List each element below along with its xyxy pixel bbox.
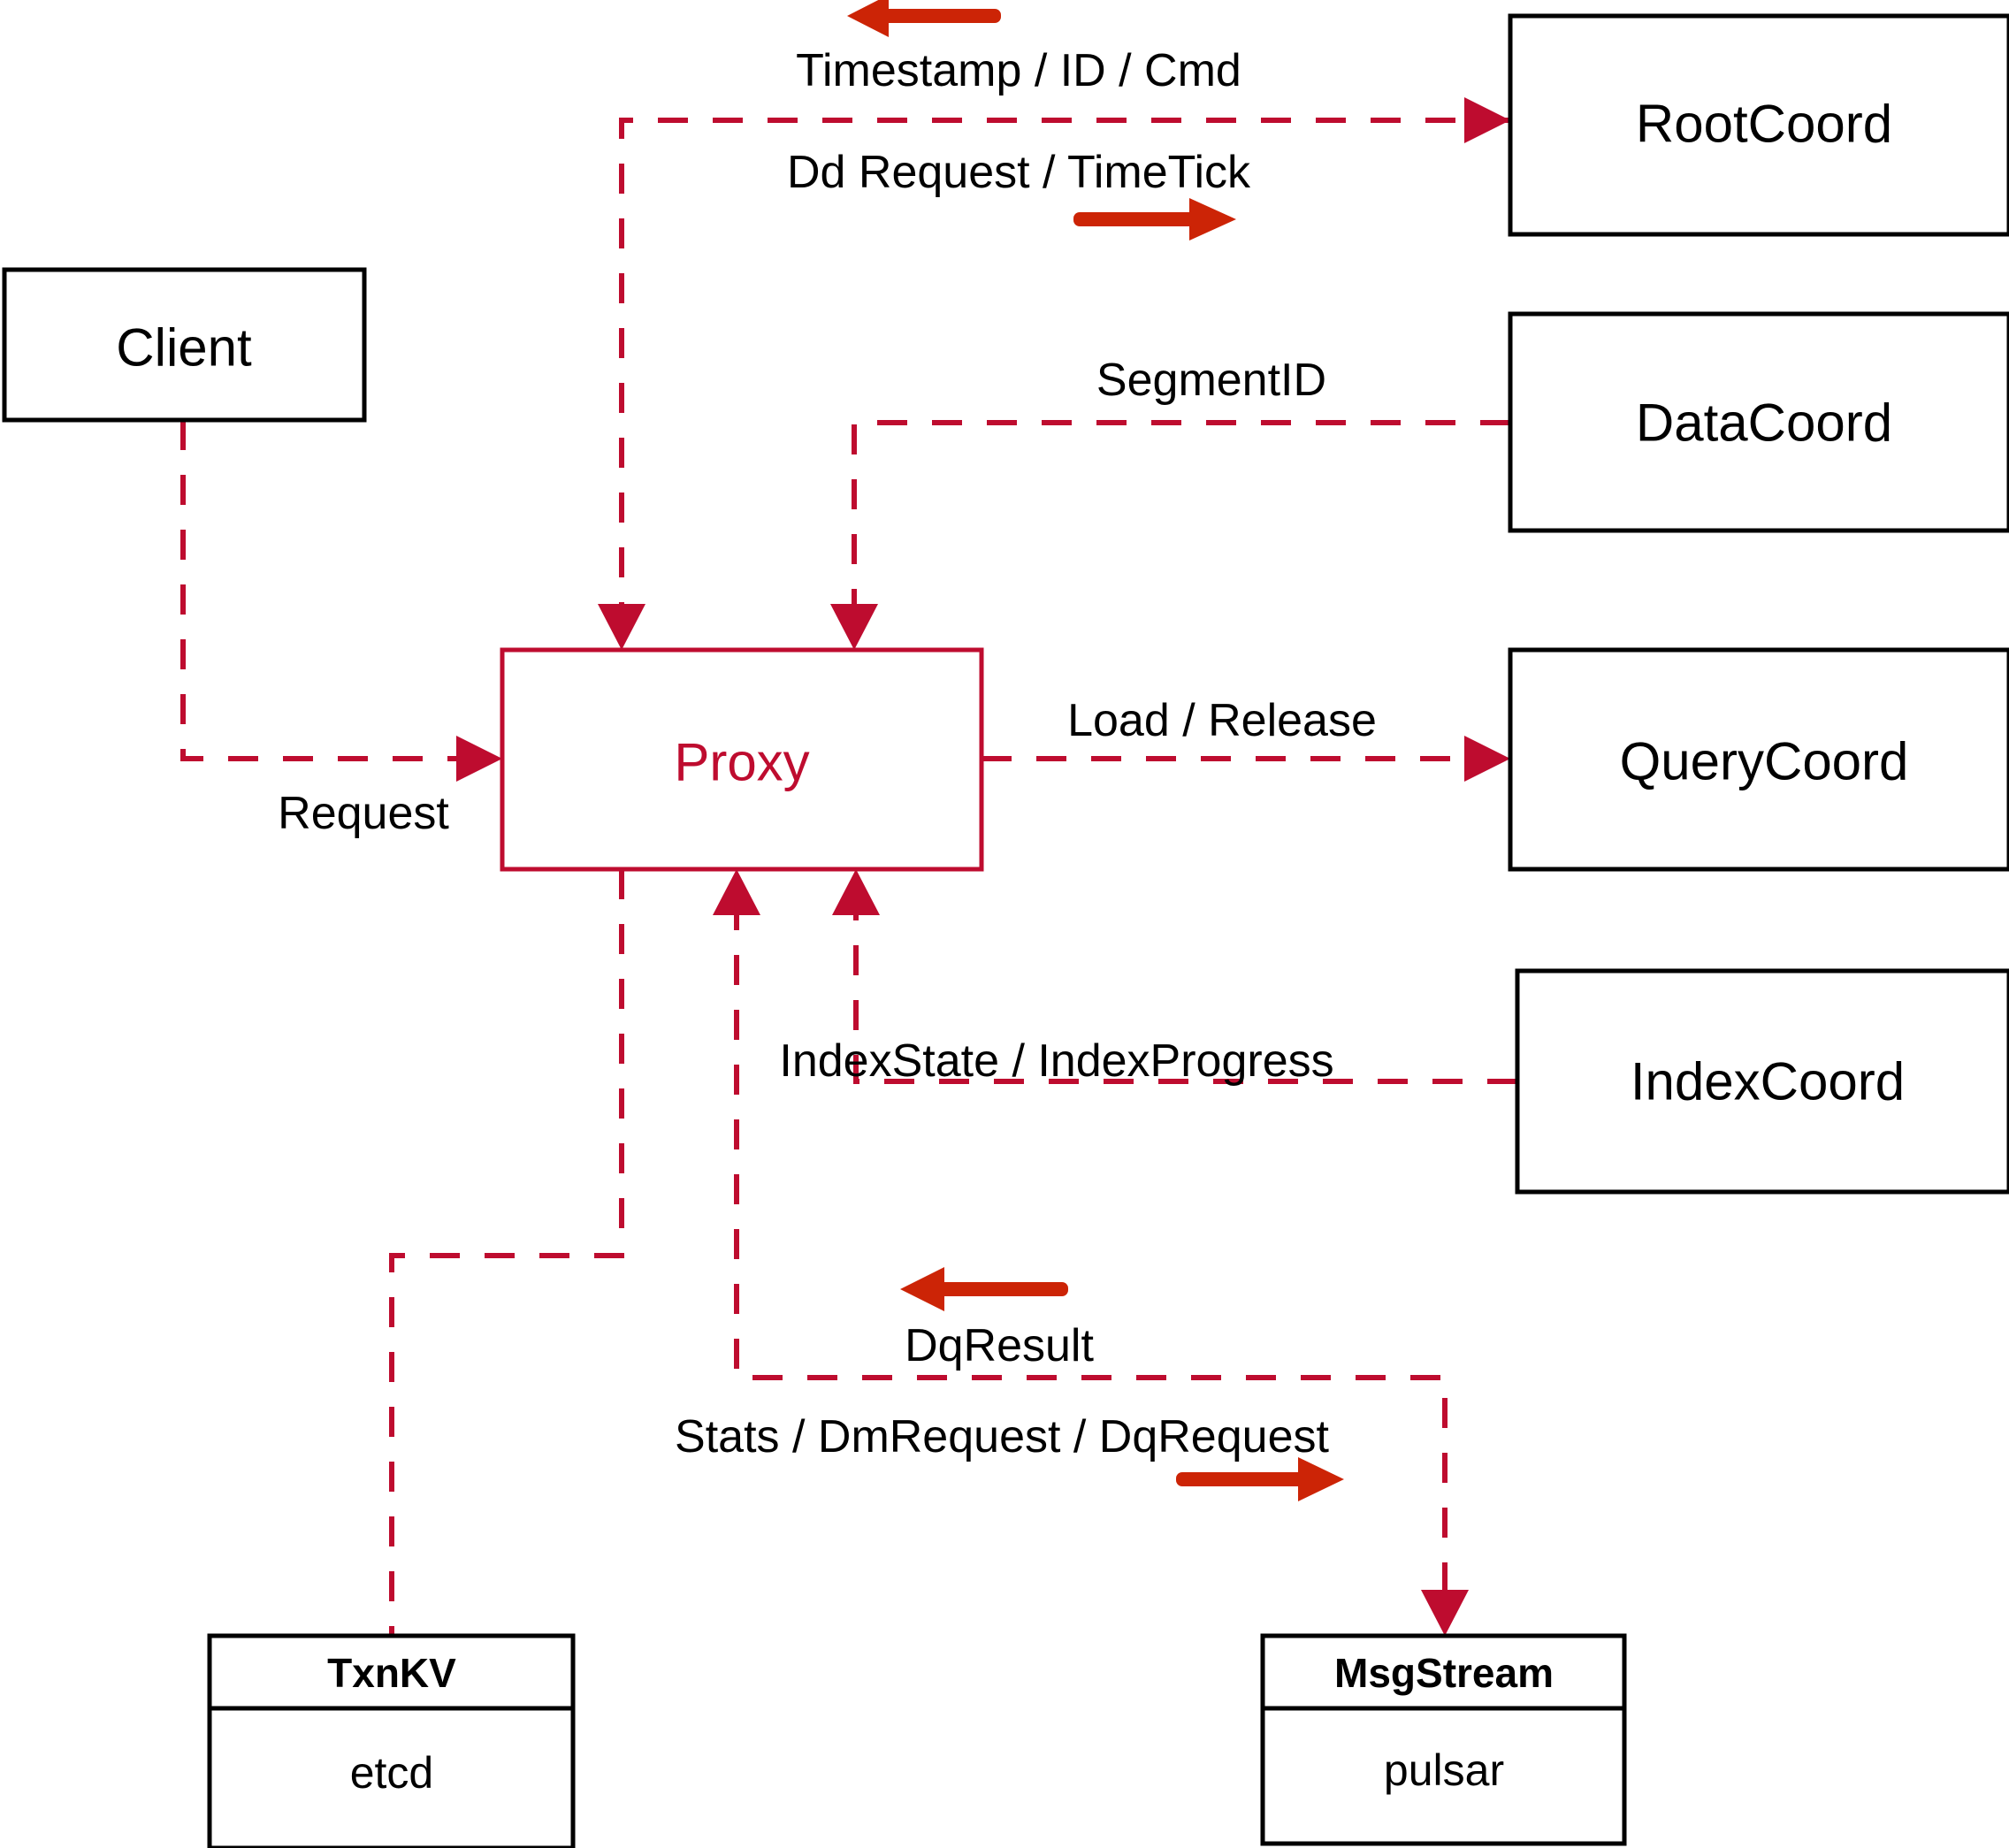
edge-label-indexstate-indexprogress: IndexState / IndexProgress	[779, 1035, 1333, 1087]
edge-label-request: Request	[278, 788, 449, 839]
node-datacoord[interactable]: DataCoord	[1508, 311, 2009, 533]
edge-datacoord-to-proxy	[830, 420, 1510, 650]
node-txnkv-body: etcd	[350, 1748, 434, 1798]
edge-label-dd-request-timetick: Dd Request / TimeTick	[787, 147, 1251, 198]
edge-label-segmentid: SegmentID	[1096, 355, 1326, 406]
edge-proxy-to-rootcoord	[1464, 97, 1510, 143]
node-msgstream[interactable]: MsgStream pulsar	[1260, 1633, 1627, 1846]
node-querycoord[interactable]: QueryCoord	[1508, 647, 2009, 872]
arrowhead-up-msgstream-proxy	[713, 869, 760, 915]
arrowhead-down-proxy-msgstream	[1421, 1590, 1469, 1636]
arrowhead-right-proxy-querycoord	[1464, 736, 1510, 782]
edge-label-timestamp-id-cmd: Timestamp / ID / Cmd	[796, 45, 1241, 96]
edge-label-dqresult: DqResult	[905, 1320, 1094, 1371]
node-querycoord-label: QueryCoord	[1620, 732, 1909, 791]
edge-proxy-msgstream	[713, 869, 1469, 1636]
arrowhead-down-rootcoord-proxy	[598, 604, 645, 650]
arrow-dqresult	[900, 1267, 1068, 1311]
node-datacoord-label: DataCoord	[1636, 393, 1892, 453]
edge-proxy-to-txnkv	[389, 869, 624, 1636]
arrow-timestamp-id-cmd	[847, 0, 1001, 37]
arrowhead-down-datacoord-proxy	[830, 604, 878, 650]
node-indexcoord[interactable]: IndexCoord	[1515, 968, 2009, 1195]
node-rootcoord-label: RootCoord	[1636, 95, 1892, 154]
arrowhead-right-proxy-rootcoord	[1464, 97, 1510, 143]
node-client-label: Client	[116, 318, 252, 378]
node-txnkv-header: TxnKV	[327, 1650, 456, 1696]
edge-label-load-release: Load / Release	[1067, 695, 1377, 746]
edge-proxy-to-querycoord	[982, 736, 1510, 782]
node-msgstream-header: MsgStream	[1334, 1650, 1554, 1696]
node-txnkv[interactable]: TxnKV etcd	[207, 1633, 576, 1848]
edge-label-stats-dmrequest-dqrequest: Stats / DmRequest / DqRequest	[675, 1411, 1329, 1462]
node-msgstream-body: pulsar	[1384, 1745, 1504, 1795]
node-rootcoord[interactable]: RootCoord	[1508, 13, 2009, 237]
node-proxy-label: Proxy	[674, 733, 809, 792]
node-indexcoord-label: IndexCoord	[1631, 1052, 1905, 1111]
node-proxy[interactable]: Proxy	[500, 647, 984, 872]
arrow-dd-request-timetick	[1073, 198, 1236, 241]
arrow-stats-dmrequest-dqrequest	[1176, 1457, 1344, 1501]
edge-client-to-proxy	[180, 420, 502, 782]
edge-rootcoord-to-proxy	[598, 118, 1510, 650]
arrowhead-up-indexcoord-proxy	[832, 869, 880, 915]
arrowhead-right-client-proxy	[456, 736, 502, 782]
edge-indexcoord-to-proxy	[832, 869, 1517, 1084]
node-client[interactable]: Client	[2, 267, 367, 423]
